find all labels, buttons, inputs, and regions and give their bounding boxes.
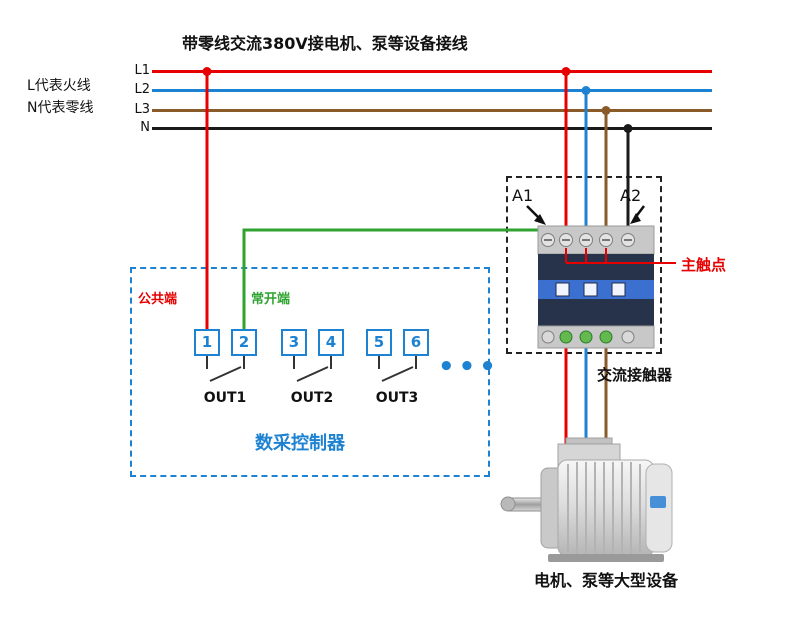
out2-label: OUT2: [290, 390, 334, 406]
motor-logo: [650, 496, 666, 508]
motor-image: [500, 437, 673, 562]
out1-label: OUT1: [203, 390, 247, 406]
a2-arrow-icon: [630, 205, 645, 224]
terminal-5: 5: [366, 329, 392, 356]
contactor-top-screws: [541, 233, 635, 247]
contactor-indicator-windows: [555, 282, 626, 297]
l2-label: L2: [134, 82, 150, 97]
terminal-3: 3: [281, 329, 307, 356]
relay-contact-symbols: [206, 356, 417, 382]
more-outputs-ellipsis: •••: [438, 352, 500, 382]
terminal-4: 4: [318, 329, 344, 356]
junction-dot: [581, 86, 591, 95]
l3-label: L3: [134, 102, 150, 117]
legend-live-label: L代表火线: [27, 78, 91, 94]
terminal-1: 1: [194, 329, 220, 356]
controller-name-label: 数采控制器: [255, 433, 345, 454]
l1-label: L1: [134, 63, 150, 78]
legend-neutral-label: N代表零线: [27, 100, 94, 116]
terminal-2: 2: [231, 329, 257, 356]
main-contact-pointer: [565, 248, 676, 264]
contactor-bottom-screws: [541, 330, 635, 344]
out3-label: OUT3: [375, 390, 419, 406]
common-terminal-label: 公共端: [138, 292, 178, 307]
power-lines: [152, 70, 712, 130]
terminal2-to-a1-wire: [242, 228, 550, 331]
contactor-a2-label: A2: [620, 186, 642, 205]
junction-dot: [202, 67, 212, 76]
motor-label: 电机、泵等大型设备: [533, 571, 678, 590]
contactor-name-label: 交流接触器: [597, 366, 673, 384]
contactor-a1-label: A1: [512, 186, 534, 205]
a1-arrow-icon: [526, 205, 546, 225]
junction-dot: [561, 67, 571, 76]
junction-dot: [601, 106, 611, 115]
diagram-title: 带零线交流380V接电机、泵等设备接线: [182, 34, 468, 53]
contactor-box: [506, 176, 662, 354]
motor-fins: [567, 462, 641, 554]
junction-dot: [623, 124, 633, 133]
terminal-6: 6: [403, 329, 429, 356]
main-contact-label: 主触点: [681, 256, 727, 274]
normally-open-label: 常开端: [251, 292, 291, 307]
n-label: N: [140, 120, 150, 135]
junction-dots: [202, 67, 633, 133]
controller-box: [130, 267, 490, 477]
contactor-device: [537, 225, 655, 349]
